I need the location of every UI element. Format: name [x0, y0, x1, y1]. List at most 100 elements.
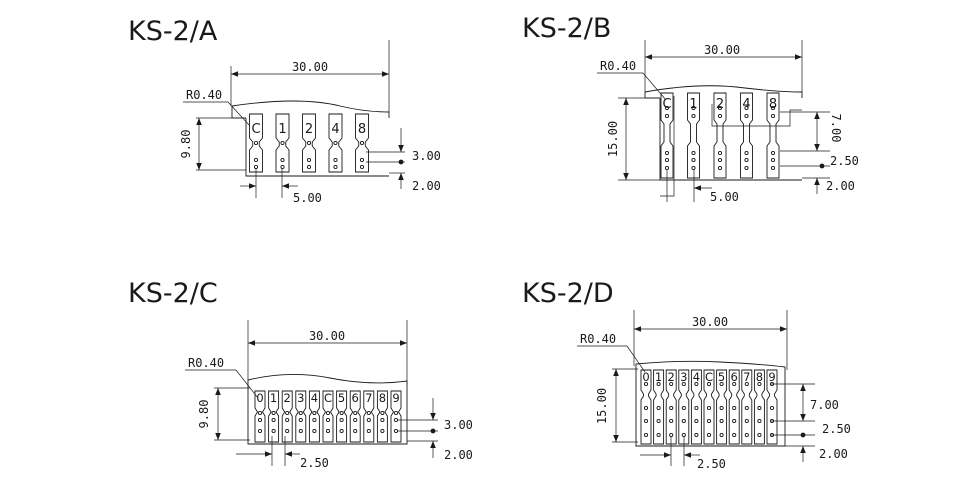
pin-label: 1: [270, 391, 277, 405]
solder-hole: [325, 410, 331, 416]
solder-hole: [717, 157, 723, 163]
pin-label: 4: [693, 370, 700, 384]
solder-hole: [744, 165, 749, 171]
solder-hole: [706, 418, 712, 424]
dimension-dot: [819, 163, 825, 169]
pin-label: 5: [718, 370, 725, 384]
radius-leader: [626, 345, 646, 373]
pin-outline: [349, 390, 361, 443]
solder-hole: [691, 165, 696, 171]
solder-hole: [717, 150, 723, 156]
solder-hole: [694, 381, 699, 387]
solder-hole: [643, 381, 649, 387]
solder-hole: [757, 432, 762, 438]
pin-label: 4: [311, 391, 318, 405]
pitch-label: 2.50: [300, 456, 329, 470]
pin-outline: [678, 369, 690, 445]
pin-outline: [766, 369, 778, 445]
pin-terminal: 8: [766, 92, 780, 179]
solder-hole: [380, 428, 385, 434]
solder-hole: [366, 410, 371, 416]
solder-hole: [770, 165, 776, 171]
pin-terminal: 7: [741, 369, 753, 445]
pin-outline: [753, 369, 765, 445]
pin-terminal: 6: [728, 369, 740, 445]
solder-hole: [719, 418, 724, 424]
pin-terminal: 8: [355, 113, 369, 173]
pin-outline: [640, 369, 652, 445]
solder-hole: [325, 428, 331, 434]
solder-hole: [664, 105, 670, 111]
solder-hole: [280, 157, 285, 163]
pin-label: 5: [338, 391, 345, 405]
pitch-label: 2.50: [697, 457, 726, 471]
solder-hole: [732, 405, 737, 411]
connector-body-outline: [231, 100, 390, 177]
solder-hole: [643, 418, 649, 424]
solder-hole: [271, 428, 276, 434]
solder-hole: [719, 381, 724, 387]
dim-label-2: 2.00: [826, 179, 855, 193]
pin-label: C: [705, 370, 713, 384]
width-label: 30.00: [692, 315, 728, 329]
width-label: 30.00: [704, 43, 740, 57]
solder-hole: [691, 105, 696, 111]
solder-hole: [257, 428, 263, 434]
pin-terminal: C: [322, 390, 334, 443]
solder-hole: [769, 405, 775, 411]
dim-label-2: 2.00: [819, 447, 848, 461]
radius-leader: [227, 101, 251, 127]
pin-terminal: 9: [390, 390, 402, 443]
pin-terminal: 1: [275, 113, 290, 173]
solder-hole: [694, 418, 699, 424]
solder-hole: [717, 165, 723, 171]
solder-hole: [253, 157, 259, 163]
solder-hole: [643, 432, 649, 438]
pin-label: 8: [358, 122, 366, 137]
solder-hole: [744, 157, 749, 163]
pin-label: 3: [297, 391, 304, 405]
solder-hole: [664, 165, 670, 171]
pin-terminal: C: [249, 113, 263, 173]
pin-outline: [740, 92, 753, 179]
solder-hole: [744, 381, 749, 387]
pin-terminal: 3: [678, 369, 690, 445]
pin-terminal: 7: [363, 390, 375, 443]
solder-hole: [306, 164, 312, 170]
solder-hole: [333, 157, 338, 163]
pin-terminal: 0: [640, 369, 652, 445]
dim-label-7: 7.00: [810, 398, 839, 412]
dim-label-7: 7.00: [829, 114, 843, 143]
pin-label: 8: [756, 370, 763, 384]
solder-hole: [366, 417, 371, 423]
solder-hole: [271, 417, 276, 423]
pin-label: 9: [392, 391, 399, 405]
solder-hole: [656, 418, 661, 424]
solder-hole: [353, 428, 358, 434]
pin-terminal: 1: [268, 390, 280, 443]
pitch-label: 5.00: [293, 191, 322, 205]
pin-terminal: 2: [665, 369, 677, 445]
solder-hole: [770, 113, 776, 119]
solder-hole: [257, 410, 263, 416]
solder-hole: [706, 381, 712, 387]
pin-outline: [363, 390, 375, 443]
height-label: 9.80: [197, 400, 211, 429]
pin-outline: [336, 390, 348, 443]
solder-hole: [757, 405, 762, 411]
solder-hole: [359, 164, 365, 170]
pin-outline: [713, 92, 727, 179]
pin-outline: [653, 369, 665, 445]
pin-terminal: 8: [753, 369, 765, 445]
solder-hole: [257, 417, 263, 423]
solder-hole: [333, 164, 338, 170]
solder-hole: [643, 405, 649, 411]
solder-hole: [694, 405, 699, 411]
solder-hole: [770, 157, 776, 163]
connector-body-outline: [644, 85, 803, 181]
height-label: 9.80: [179, 130, 193, 159]
pin-terminal: 4: [328, 113, 343, 173]
solder-hole: [271, 410, 276, 416]
